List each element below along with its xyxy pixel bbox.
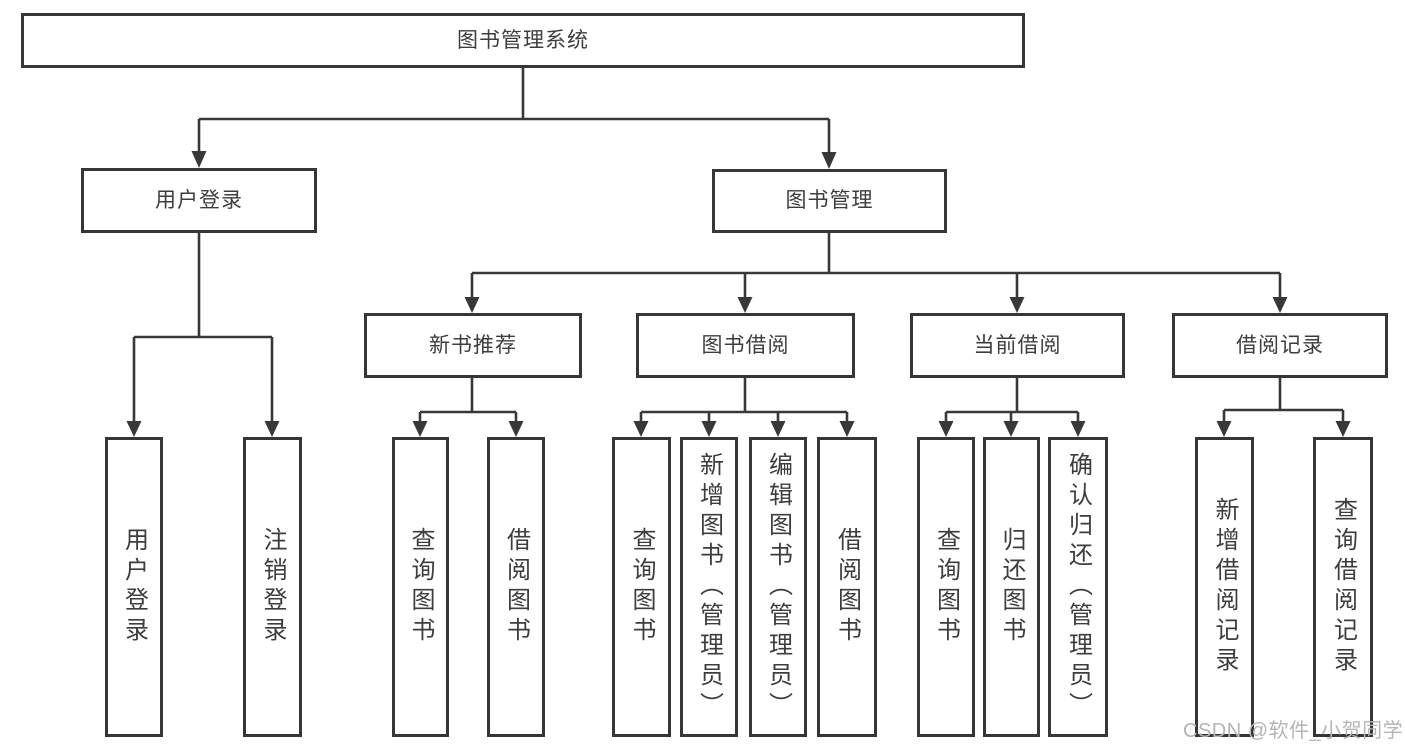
leaf-cb-return-books: 归还图书 (983, 437, 1040, 737)
arrowhead-book-management (821, 152, 837, 169)
arrowhead-br-add (1216, 421, 1232, 437)
arrowhead-borrow-records (1272, 297, 1288, 313)
leaf-nbr-search-books-label: 查询图书 (407, 527, 434, 647)
arrowhead-bb-edit (770, 421, 786, 437)
node-borrow-records-label: 借阅记录 (1236, 333, 1324, 357)
node-book-management: 图书管理 (712, 169, 947, 233)
leaf-user-login-label: 用户登录 (120, 527, 148, 647)
node-book-borrowing-label: 图书借阅 (701, 333, 790, 357)
leaf-bb-search-books: 查询图书 (612, 437, 671, 737)
csdn-watermark: CSDN @软件_小贺同学 (1183, 720, 1404, 742)
node-new-book-recommend-label: 新书推荐 (429, 333, 517, 357)
connector-borrow-records-branch (1222, 378, 1345, 423)
arrowhead-current-borrowing (1009, 297, 1025, 313)
leaf-br-search-record: 查询借阅记录 (1313, 437, 1373, 737)
node-book-management-label: 图书管理 (785, 189, 874, 213)
node-borrow-records: 借阅记录 (1172, 313, 1388, 378)
connector-current-borrowing-branch (944, 378, 1080, 423)
arrowhead-user-login (191, 151, 207, 168)
arrowhead-new-book-recommend (464, 297, 480, 313)
leaf-logout-label: 注销登录 (259, 527, 286, 647)
leaf-nbr-borrow-books-label: 借阅图书 (502, 527, 530, 647)
node-current-borrowing-label: 当前借阅 (973, 333, 1062, 357)
leaf-bb-borrow-books: 借阅图书 (817, 437, 877, 737)
leaf-cb-confirm-return-admin-label: 确认归还（管理员） (1064, 452, 1092, 722)
connector-book-management-branch (470, 233, 1282, 298)
leaf-bb-search-books-label: 查询图书 (628, 527, 655, 647)
node-book-borrowing: 图书借阅 (636, 313, 855, 378)
leaf-cb-confirm-return-admin: 确认归还（管理员） (1048, 437, 1108, 737)
arrowhead-leaf-login (126, 421, 142, 437)
leaf-bb-borrow-books-label: 借阅图书 (833, 527, 861, 647)
leaf-user-login: 用户登录 (105, 437, 163, 737)
leaf-cb-search-books-label: 查询图书 (932, 527, 960, 647)
leaf-cb-return-books-label: 归还图书 (998, 527, 1025, 647)
leaf-bb-add-books-admin-label: 新增图书（管理员） (695, 452, 723, 722)
node-new-book-recommend: 新书推荐 (364, 313, 582, 378)
arrowhead-bb-borrow (839, 421, 855, 437)
node-library-management-system: 图书管理系统 (21, 13, 1025, 68)
node-user-login: 用户登录 (81, 168, 317, 233)
arrowhead-cb-search (938, 421, 954, 437)
leaf-bb-edit-books-admin: 编辑图书（管理员） (749, 437, 807, 737)
leaf-bb-edit-books-admin-label: 编辑图书（管理员） (764, 452, 792, 722)
connector-new-book-recommend-branch (418, 378, 518, 423)
leaf-bb-add-books-admin: 新增图书（管理员） (680, 437, 738, 737)
arrowhead-cb-confirm (1070, 421, 1086, 437)
node-user-login-label: 用户登录 (155, 188, 243, 212)
arrowhead-bb-search (633, 421, 649, 437)
connector-book-borrowing-branch (639, 378, 849, 423)
arrowhead-bb-add (701, 421, 717, 437)
arrowhead-cb-return (1003, 421, 1019, 437)
node-current-borrowing: 当前借阅 (910, 313, 1125, 378)
leaf-cb-search-books: 查询图书 (917, 437, 975, 737)
arrowhead-nbr-borrow (508, 421, 524, 437)
leaf-logout: 注销登录 (243, 437, 302, 737)
arrowhead-nbr-search (412, 421, 428, 437)
leaf-nbr-search-books: 查询图书 (392, 437, 449, 737)
leaf-br-add-record-label: 新增借阅记录 (1211, 497, 1238, 677)
connector-root-to-level2 (197, 68, 831, 153)
arrowhead-book-borrowing (737, 297, 753, 313)
arrowhead-br-search (1335, 421, 1351, 437)
leaf-nbr-borrow-books: 借阅图书 (487, 437, 545, 737)
connector-user-login-branch (132, 233, 274, 422)
node-library-management-system-label: 图书管理系统 (457, 28, 589, 52)
leaf-br-add-record: 新增借阅记录 (1195, 437, 1254, 737)
leaf-br-search-record-label: 查询借阅记录 (1329, 497, 1357, 677)
arrowhead-leaf-logout (264, 421, 280, 437)
